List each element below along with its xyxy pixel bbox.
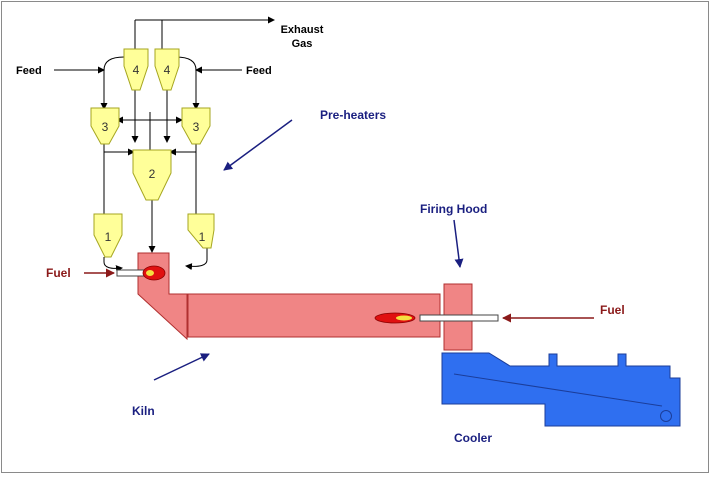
rotary-kiln <box>187 293 441 338</box>
kiln-inlet-chamber <box>137 252 188 341</box>
clinker-cooler <box>441 352 681 427</box>
cyclone-numbers: 4 4 3 3 2 1 1 <box>102 63 206 244</box>
preheaters-label: Pre-heaters <box>320 108 386 122</box>
firing-hood-label: Firing Hood <box>420 202 487 216</box>
cyclone-stage1-left <box>93 213 123 258</box>
preheaters-pointer-arrow <box>223 119 293 171</box>
downcomer-1-left <box>103 257 123 273</box>
feed-right-label: Feed <box>246 65 272 77</box>
fuel-burner-left <box>116 265 166 281</box>
fuel-left-label: Fuel <box>46 266 71 280</box>
cyclone-stage3-left <box>90 107 120 145</box>
downcomer-1-right <box>185 248 208 271</box>
stage4-left-number: 4 <box>133 63 140 77</box>
stage1-right-number: 1 <box>199 230 206 244</box>
cooler-outlet <box>660 410 672 422</box>
cyclone-stage4-left <box>123 48 149 91</box>
cyclone-stage3-right <box>181 107 211 145</box>
fuel-burner-right <box>374 312 499 324</box>
exhaust-gas-label-line1: Exhaust <box>281 24 324 36</box>
flame-left-core <box>146 270 154 276</box>
gas-flow-lines <box>54 16 275 273</box>
preheater-cyclones <box>90 48 215 258</box>
cement-kiln-diagram: 4 4 3 3 2 1 1 Exhaust Gas Feed Fee <box>16 16 681 445</box>
feed-left-curve <box>103 56 125 71</box>
cooler-label: Cooler <box>454 431 492 445</box>
fuel-right-label: Fuel <box>600 303 625 317</box>
cyclone-stage4-right <box>154 48 180 91</box>
cyclone-stage1-right <box>187 213 215 249</box>
kiln-label: Kiln <box>132 404 155 418</box>
feed-left-label: Feed <box>16 65 42 77</box>
firing-hood-pointer-arrow <box>453 219 464 268</box>
cooler-grate <box>453 373 663 407</box>
stage1-left-number: 1 <box>105 230 112 244</box>
kiln-pointer-arrow <box>153 353 210 381</box>
flame-right-icon <box>374 312 416 324</box>
flame-right-core <box>396 315 412 321</box>
stage2-number: 2 <box>149 167 156 181</box>
stage3-left-number: 3 <box>102 120 109 134</box>
stage3-right-number: 3 <box>193 120 200 134</box>
exhaust-gas-label-line2: Gas <box>292 38 313 50</box>
stage4-right-number: 4 <box>164 63 171 77</box>
cyclone-stage2 <box>132 149 172 201</box>
